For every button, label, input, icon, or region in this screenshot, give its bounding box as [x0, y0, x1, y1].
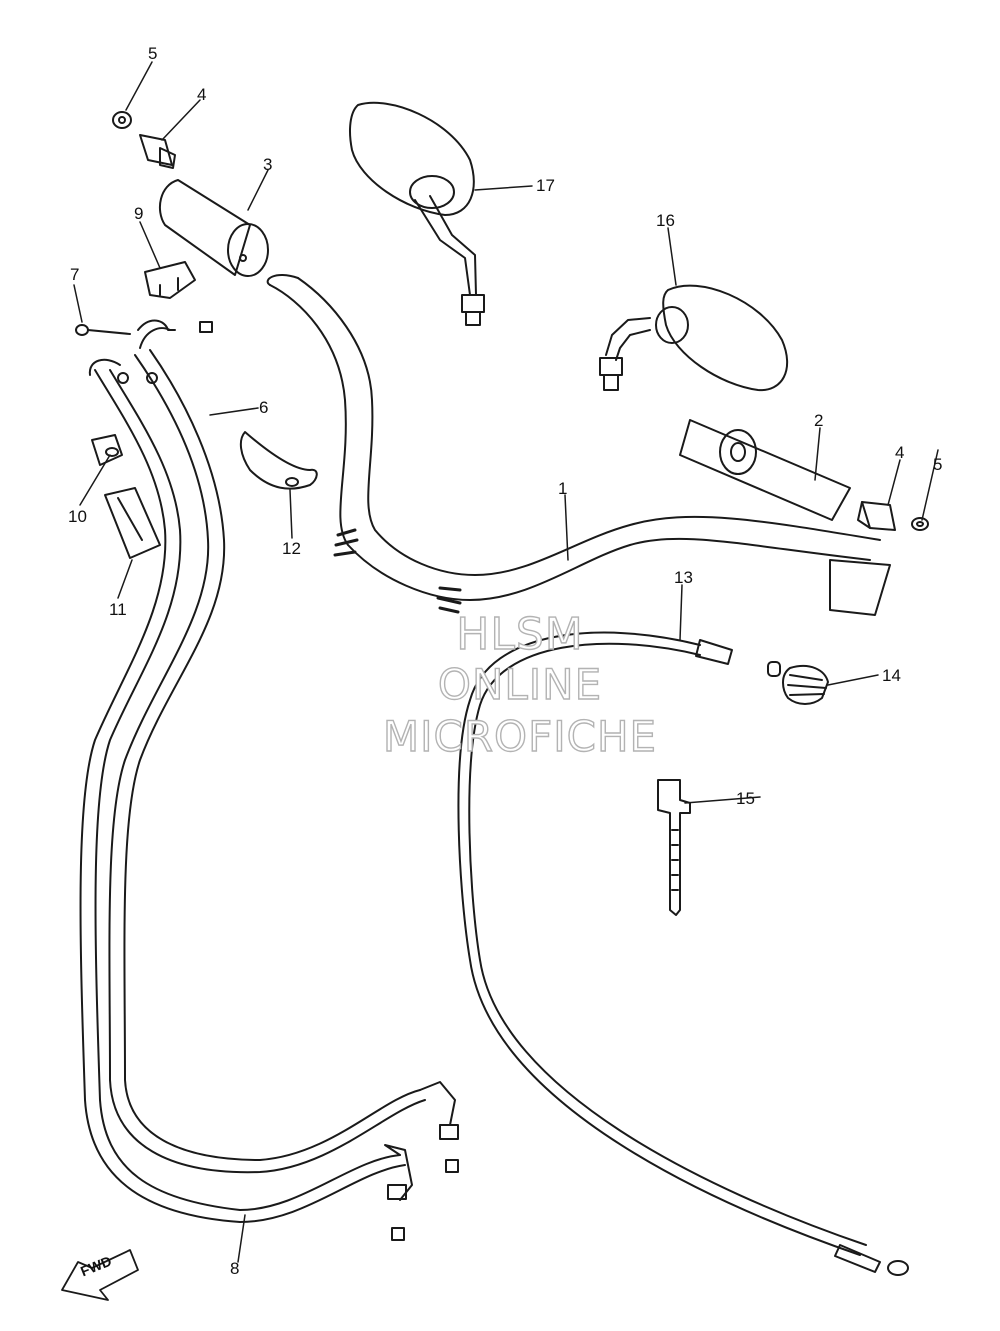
callout-8: 8 [230, 1259, 240, 1278]
callout-15: 15 [736, 789, 755, 808]
callout-1: 1 [558, 479, 568, 498]
callout-9: 9 [134, 204, 144, 223]
cable-tie [657, 779, 691, 916]
right-end-weight [857, 501, 929, 531]
cable-adjuster-boot [767, 661, 829, 705]
cable-clamp-9 [144, 261, 196, 299]
watermark-line-2: ONLINE [437, 660, 603, 709]
callout-16: 16 [656, 211, 675, 230]
callout-4-right: 4 [895, 443, 905, 462]
callout-13: 13 [674, 568, 693, 587]
left-nut [112, 111, 132, 129]
left-grip [158, 179, 269, 277]
callout-5-right: 5 [933, 455, 943, 474]
cable-holder-10 [91, 434, 123, 466]
fwd-arrow [61, 1249, 139, 1301]
callout-12: 12 [282, 539, 301, 558]
watermark-line-3: MICROFICHE [382, 712, 658, 761]
callout-2: 2 [814, 411, 824, 430]
bolt-7 [75, 319, 213, 336]
callout-4-left: 4 [197, 85, 207, 104]
callout-7: 7 [70, 265, 80, 284]
callout-14: 14 [882, 666, 901, 685]
left-end-weight [139, 134, 176, 169]
cable-holder-11 [104, 487, 161, 559]
handlebar [266, 274, 881, 614]
cable-guide-12 [239, 431, 318, 490]
callout-6: 6 [259, 398, 269, 417]
watermark-line-1: HLSM [456, 609, 584, 660]
callout-10: 10 [68, 507, 87, 526]
right-grip [679, 419, 891, 616]
throttle-cables [79, 327, 459, 1241]
mirror-left [349, 101, 485, 326]
clutch-cable [457, 631, 909, 1276]
leader-lines [73, 61, 939, 1263]
mirror-right [599, 284, 789, 392]
callout-11: 11 [109, 600, 127, 619]
callout-5-left: 5 [148, 44, 158, 63]
callout-17: 17 [536, 176, 555, 195]
callout-3: 3 [263, 155, 273, 174]
